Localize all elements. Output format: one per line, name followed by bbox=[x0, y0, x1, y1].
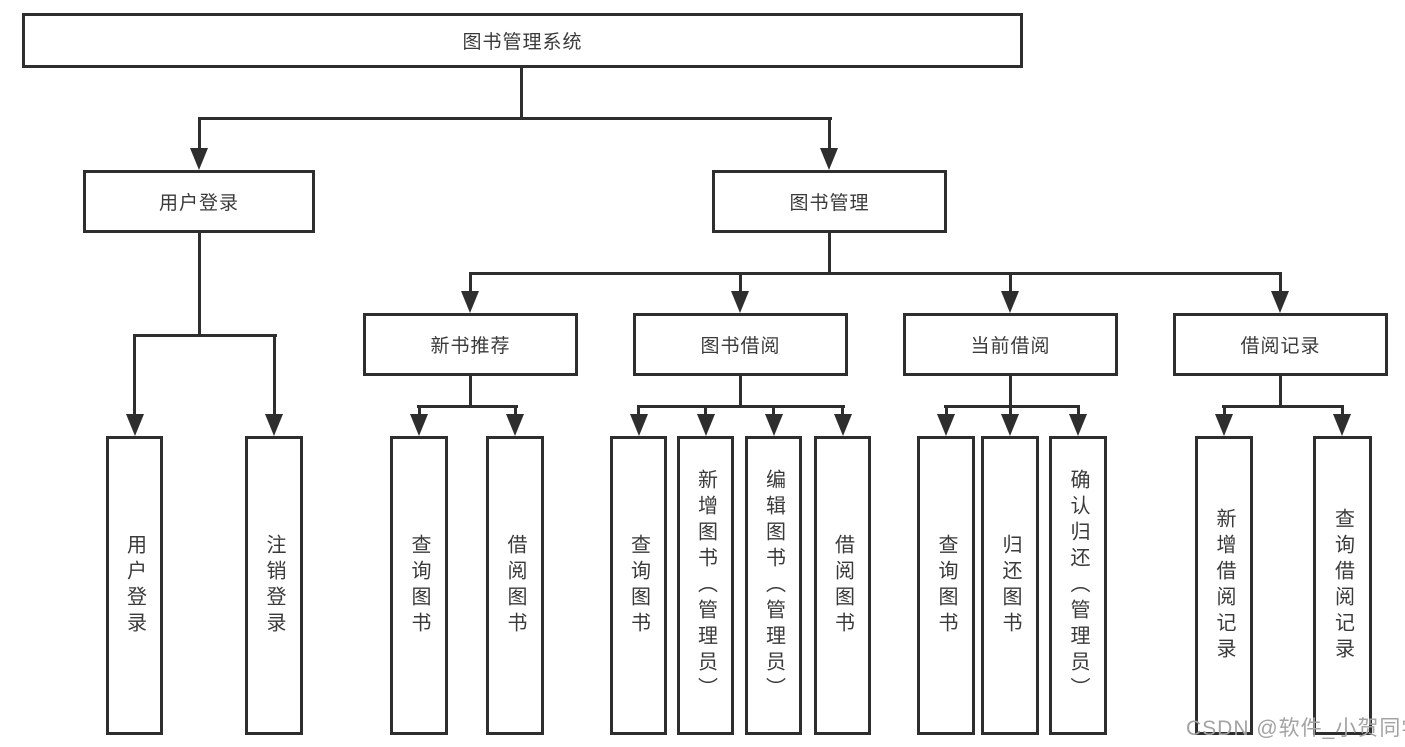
connector-line bbox=[841, 405, 844, 417]
connector-line bbox=[133, 334, 136, 417]
node-label: 确认归还（管理员） bbox=[1067, 468, 1089, 703]
arrow-down-icon bbox=[126, 414, 144, 436]
node-borrow-records: 借阅记录 bbox=[1173, 313, 1388, 376]
arrow-down-icon bbox=[630, 414, 648, 436]
arrow-down-icon bbox=[765, 414, 783, 436]
connector-line bbox=[418, 405, 421, 417]
node-root: 图书管理系统 bbox=[22, 13, 1023, 68]
connector-line bbox=[828, 233, 831, 275]
node-label: 借阅图书 bbox=[504, 533, 526, 638]
arrow-down-icon bbox=[834, 414, 852, 436]
connector-line bbox=[739, 272, 742, 294]
connector-line bbox=[1077, 405, 1080, 417]
arrow-down-icon bbox=[265, 414, 283, 436]
node-book-borrow: 图书借阅 bbox=[633, 313, 848, 376]
connector-line bbox=[944, 405, 1080, 408]
leaf-records-add-record: 新增借阅记录 bbox=[1195, 436, 1253, 735]
arrow-down-icon bbox=[190, 148, 208, 170]
leaf-current-query-books: 查询图书 bbox=[917, 436, 975, 735]
connector-line bbox=[1009, 272, 1012, 294]
connector-line bbox=[273, 334, 276, 417]
connector-line bbox=[637, 405, 845, 408]
connector-line bbox=[520, 68, 523, 118]
leaf-current-confirm-return-admin: 确认归还（管理员） bbox=[1049, 436, 1107, 735]
arrow-down-icon bbox=[1215, 414, 1233, 436]
arrow-down-icon bbox=[697, 414, 715, 436]
leaf-current-return-books: 归还图书 bbox=[981, 436, 1039, 735]
connector-line bbox=[514, 405, 517, 417]
node-label: 新书推荐 bbox=[430, 336, 511, 357]
connector-line bbox=[1223, 405, 1226, 417]
node-label: 查询图书 bbox=[408, 533, 430, 638]
connector-line bbox=[739, 376, 742, 408]
node-label: 注销登录 bbox=[263, 533, 285, 638]
connector-line bbox=[417, 405, 518, 408]
connector-line bbox=[198, 233, 201, 335]
arrow-down-icon bbox=[1333, 414, 1351, 436]
leaf-user-login: 用户登录 bbox=[106, 436, 163, 735]
leaf-borrow-borrow-books: 借阅图书 bbox=[814, 436, 871, 735]
node-label: 查询图书 bbox=[627, 533, 650, 638]
connector-line bbox=[1222, 405, 1344, 408]
node-label: 新增借阅记录 bbox=[1213, 507, 1235, 664]
arrow-down-icon bbox=[1069, 414, 1087, 436]
node-book-management: 图书管理 bbox=[712, 170, 947, 233]
node-new-book-recommend: 新书推荐 bbox=[363, 313, 578, 376]
leaf-borrow-edit-books-admin: 编辑图书（管理员） bbox=[745, 436, 802, 735]
connector-line bbox=[1009, 376, 1012, 408]
leaf-logout: 注销登录 bbox=[245, 436, 303, 735]
node-label: 当前借阅 bbox=[970, 336, 1051, 357]
node-current-borrow: 当前借阅 bbox=[903, 313, 1118, 376]
connector-line bbox=[828, 117, 831, 151]
node-label: 用户登录 bbox=[158, 193, 239, 214]
connector-line bbox=[133, 334, 277, 337]
node-user-login: 用户登录 bbox=[83, 170, 315, 233]
leaf-borrow-query-books: 查询图书 bbox=[610, 436, 667, 735]
node-label: 查询借阅记录 bbox=[1331, 507, 1354, 664]
arrow-down-icon bbox=[461, 291, 479, 313]
arrow-down-icon bbox=[731, 291, 749, 313]
connector-line bbox=[1279, 272, 1282, 294]
node-label: 编辑图书（管理员） bbox=[762, 468, 785, 703]
node-label: 新增图书（管理员） bbox=[694, 468, 717, 703]
node-label: 图书管理系统 bbox=[462, 32, 583, 53]
connector-line bbox=[772, 405, 775, 417]
leaf-recommend-borrow-books: 借阅图书 bbox=[486, 436, 544, 735]
node-label: 归还图书 bbox=[999, 533, 1021, 638]
connector-line bbox=[1279, 376, 1282, 408]
leaf-recommend-query-books: 查询图书 bbox=[390, 436, 448, 735]
leaf-borrow-add-books-admin: 新增图书（管理员） bbox=[677, 436, 734, 735]
connector-line bbox=[198, 117, 201, 151]
connector-line bbox=[1341, 405, 1344, 417]
connector-line bbox=[469, 272, 1282, 275]
connector-line bbox=[469, 272, 472, 294]
node-label: 图书管理 bbox=[789, 193, 870, 214]
arrow-down-icon bbox=[820, 148, 838, 170]
connector-line bbox=[704, 405, 707, 417]
node-label: 查询图书 bbox=[935, 533, 957, 638]
arrow-down-icon bbox=[937, 414, 955, 436]
arrow-down-icon bbox=[1001, 414, 1019, 436]
connector-line bbox=[945, 405, 948, 417]
connector-line bbox=[198, 117, 832, 120]
connector-line bbox=[637, 405, 640, 417]
connector-line bbox=[469, 376, 472, 408]
node-label: 图书借阅 bbox=[700, 336, 781, 357]
arrow-down-icon bbox=[1271, 291, 1289, 313]
arrow-down-icon bbox=[410, 414, 428, 436]
node-label: 用户登录 bbox=[123, 533, 146, 638]
node-label: 借阅图书 bbox=[831, 533, 854, 638]
leaf-records-query-record: 查询借阅记录 bbox=[1313, 436, 1372, 735]
arrow-down-icon bbox=[506, 414, 524, 436]
connector-line bbox=[1009, 405, 1012, 417]
node-label: 借阅记录 bbox=[1240, 336, 1321, 357]
watermark-text: CSDN @软件_小贺同学 bbox=[1186, 717, 1405, 740]
arrow-down-icon bbox=[1001, 291, 1019, 313]
